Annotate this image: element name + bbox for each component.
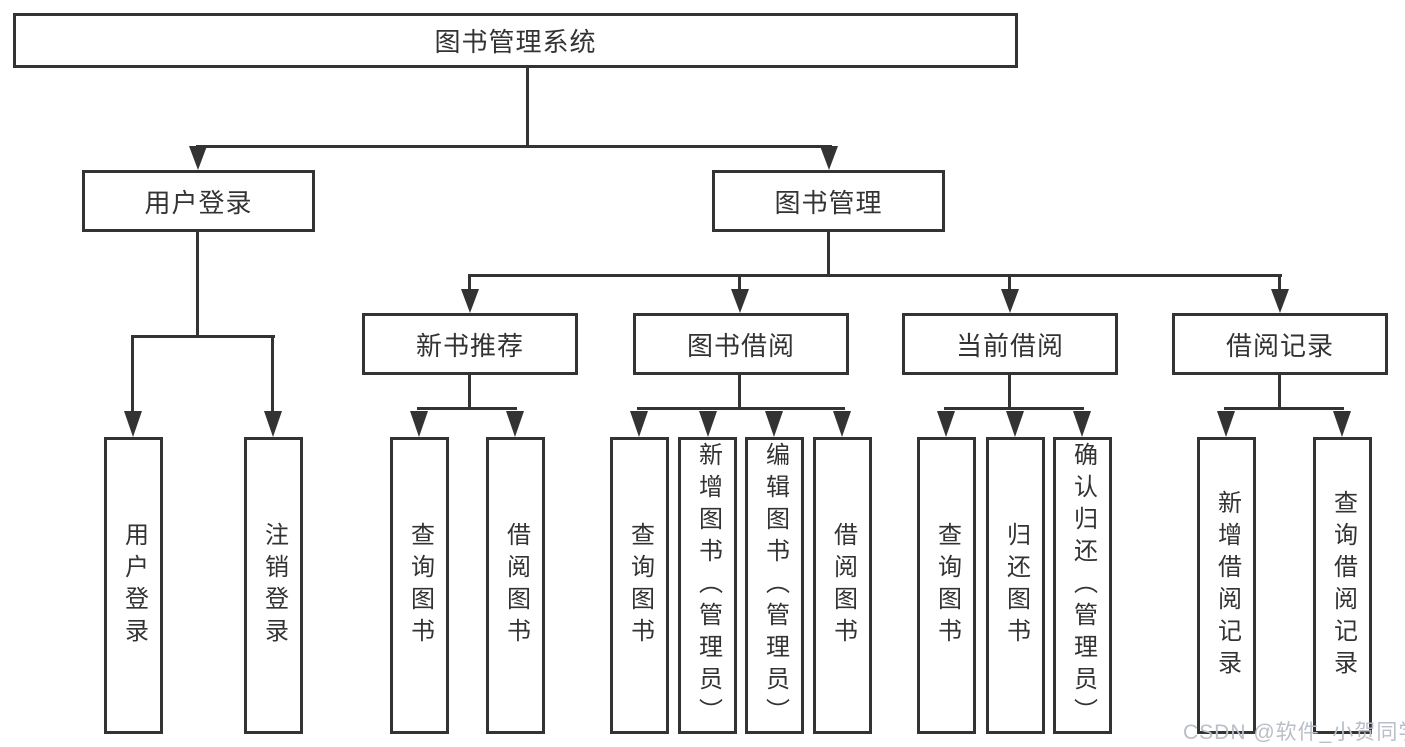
node-book-borrowing-label: 图书借阅 <box>686 330 795 361</box>
connector-line <box>1278 274 1281 292</box>
leaf-logout-login-label: 注销登录 <box>260 521 288 650</box>
arrowhead-down-icon <box>833 411 851 437</box>
leaf-borrow-books-2-label: 借阅图书 <box>829 521 857 650</box>
leaf-return-books: 归还图书 <box>986 437 1045 734</box>
arrowhead-down-icon <box>765 411 783 437</box>
leaf-confirm-return-admin: 确认归还（管理员） <box>1053 437 1112 734</box>
connector-line <box>1008 374 1011 410</box>
arrowhead-down-icon <box>1271 289 1289 313</box>
leaf-confirm-return-admin-label: 确认归还（管理员） <box>1069 441 1097 730</box>
arrowhead-down-icon <box>820 146 838 170</box>
arrowhead-down-icon <box>1217 411 1235 437</box>
leaf-query-books-3-label: 查询图书 <box>933 521 961 650</box>
arrowhead-down-icon <box>461 289 479 313</box>
leaf-query-books-1: 查询图书 <box>390 437 449 734</box>
node-borrowing-records: 借阅记录 <box>1172 313 1388 375</box>
connector-line <box>1008 274 1011 292</box>
leaf-query-books-2-label: 查询图书 <box>626 521 654 650</box>
connector-line <box>526 68 529 148</box>
connector-line <box>196 232 199 338</box>
arrowhead-down-icon <box>1333 411 1351 437</box>
leaf-borrow-books-1: 借阅图书 <box>486 437 545 734</box>
leaf-query-borrow-record-label: 查询借阅记录 <box>1329 489 1357 682</box>
arrowhead-down-icon <box>1001 289 1019 313</box>
connector-line <box>637 407 845 410</box>
node-user-login-label: 用户登录 <box>144 187 253 218</box>
connector-line <box>738 274 741 292</box>
arrowhead-down-icon <box>937 411 955 437</box>
leaf-logout-login: 注销登录 <box>244 437 303 734</box>
connector-line <box>1224 407 1344 410</box>
arrowhead-down-icon <box>189 146 207 170</box>
node-new-book-recommend: 新书推荐 <box>362 313 578 375</box>
watermark: CSDN @软件_小贺同学 <box>1183 721 1405 744</box>
leaf-query-borrow-record: 查询借阅记录 <box>1313 437 1372 734</box>
leaf-add-book-admin-label: 新增图书（管理员） <box>694 441 722 730</box>
node-root-label: 图书管理系统 <box>434 27 597 57</box>
connector-line <box>417 407 517 410</box>
leaf-query-books-1-label: 查询图书 <box>406 521 434 650</box>
node-new-book-recommend-label: 新书推荐 <box>415 330 524 361</box>
node-borrowing-records-label: 借阅记录 <box>1225 330 1334 361</box>
leaf-query-books-2: 查询图书 <box>610 437 669 734</box>
arrowhead-down-icon <box>506 411 524 437</box>
connector-line <box>1278 374 1281 410</box>
arrowhead-down-icon <box>1073 411 1091 437</box>
leaf-edit-book-admin: 编辑图书（管理员） <box>745 437 804 734</box>
arrowhead-down-icon <box>1006 411 1024 437</box>
connector-line <box>944 407 1084 410</box>
arrowhead-down-icon <box>124 411 142 437</box>
leaf-edit-book-admin-label: 编辑图书（管理员） <box>761 441 789 730</box>
connector-line <box>468 374 471 410</box>
leaf-borrow-books-2: 借阅图书 <box>813 437 872 734</box>
arrowhead-down-icon <box>731 289 749 313</box>
node-current-borrowing: 当前借阅 <box>902 313 1118 375</box>
connector-line <box>827 232 830 277</box>
node-current-borrowing-label: 当前借阅 <box>955 330 1064 361</box>
connector-line <box>131 335 275 338</box>
connector-line <box>468 274 471 292</box>
leaf-user-login-label: 用户登录 <box>120 521 148 650</box>
arrowhead-down-icon <box>264 411 282 437</box>
leaf-query-books-3: 查询图书 <box>917 437 976 734</box>
node-user-login: 用户登录 <box>82 170 315 232</box>
connector-line <box>468 274 1282 277</box>
node-book-management-label: 图书管理 <box>774 187 883 218</box>
leaf-add-book-admin: 新增图书（管理员） <box>678 437 737 734</box>
leaf-borrow-books-1-label: 借阅图书 <box>502 521 530 650</box>
connector-line <box>271 335 274 415</box>
node-book-management: 图书管理 <box>712 170 945 232</box>
leaf-user-login: 用户登录 <box>104 437 163 734</box>
connector-line <box>196 145 832 148</box>
connector-line <box>738 374 741 410</box>
connector-line <box>131 335 134 415</box>
leaf-add-borrow-record-label: 新增借阅记录 <box>1213 489 1241 682</box>
leaf-add-borrow-record: 新增借阅记录 <box>1197 437 1256 734</box>
arrowhead-down-icon <box>410 411 428 437</box>
node-root: 图书管理系统 <box>13 13 1018 68</box>
arrowhead-down-icon <box>630 411 648 437</box>
node-book-borrowing: 图书借阅 <box>633 313 849 375</box>
arrowhead-down-icon <box>699 411 717 437</box>
leaf-return-books-label: 归还图书 <box>1002 521 1030 650</box>
